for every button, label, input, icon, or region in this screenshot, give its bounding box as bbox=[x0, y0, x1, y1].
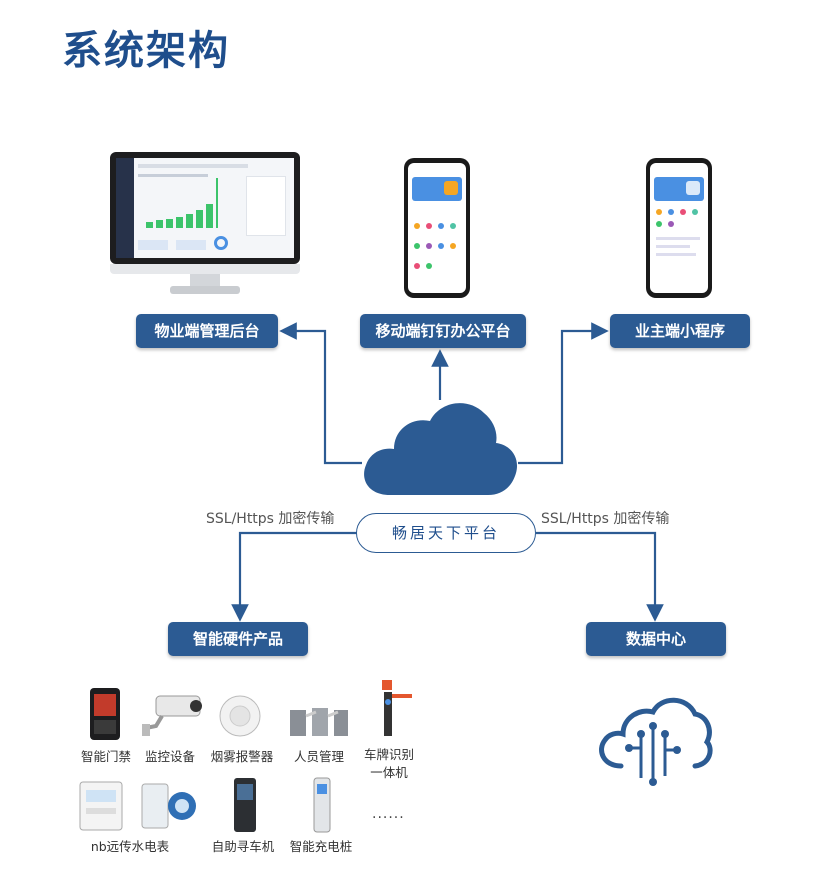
ssl-label-right: SSL/Https 加密传输 bbox=[541, 511, 670, 527]
more-devices-ellipsis: ...... bbox=[372, 806, 405, 822]
charging-pile-icon bbox=[313, 777, 331, 833]
owner-miniprogram-node: 业主端小程序 bbox=[610, 314, 750, 348]
water-meter-icon bbox=[141, 783, 196, 829]
access-control-terminal-icon bbox=[90, 688, 120, 740]
smart-hardware-node: 智能硬件产品 bbox=[168, 622, 308, 656]
device-label-access: 智能门禁 bbox=[80, 749, 131, 764]
page-title: 系统架构 bbox=[62, 28, 230, 74]
platform-label: 畅居天下平台 bbox=[356, 513, 536, 553]
device-label-charger: 智能充电桩 bbox=[289, 839, 353, 854]
device-label-plate: 车牌识别 一体机 bbox=[363, 747, 414, 780]
self-service-kiosk-icon bbox=[234, 778, 256, 832]
miniprogram-phone-image bbox=[646, 158, 712, 298]
admin-monitor-image bbox=[110, 152, 300, 297]
cloud-icon bbox=[364, 403, 518, 495]
water-electric-meter-icon bbox=[79, 781, 123, 831]
data-center-node: 数据中心 bbox=[586, 622, 726, 656]
device-label-people: 人员管理 bbox=[293, 749, 344, 764]
line-to-datacenter bbox=[536, 531, 664, 622]
turnstile-gate-icon bbox=[290, 708, 348, 736]
device-label-kiosk: 自助寻车机 bbox=[211, 839, 275, 854]
line-to-backend bbox=[279, 322, 362, 465]
ssl-label-left: SSL/Https 加密传输 bbox=[206, 511, 335, 527]
cloud-data-icon bbox=[599, 697, 713, 786]
device-label-meter: nb远传水电表 bbox=[90, 839, 170, 854]
smoke-detector-icon bbox=[219, 695, 261, 737]
license-plate-barrier-icon bbox=[382, 680, 412, 736]
device-label-camera: 监控设备 bbox=[144, 749, 195, 764]
dingtalk-phone-image bbox=[404, 158, 470, 298]
line-to-owner bbox=[518, 322, 609, 465]
line-to-hardware bbox=[231, 531, 358, 622]
property-backend-node: 物业端管理后台 bbox=[136, 314, 278, 348]
surveillance-camera-icon bbox=[142, 695, 202, 736]
device-label-smoke: 烟雾报警器 bbox=[210, 749, 274, 764]
mobile-dingtalk-node: 移动端钉钉办公平台 bbox=[360, 314, 526, 348]
